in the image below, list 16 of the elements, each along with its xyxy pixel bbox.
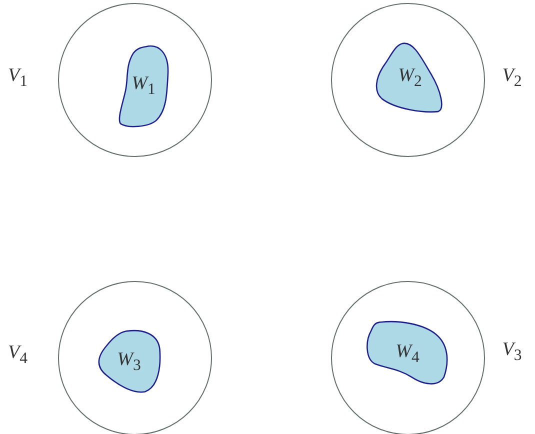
region-shape xyxy=(97,330,161,393)
math-label: V$_{3}$ xyxy=(502,340,522,364)
set-circle xyxy=(331,3,485,157)
math-label: W$_{4}$ xyxy=(396,342,420,366)
math-label: V$_{2}$ xyxy=(502,66,522,90)
math-label: W$_{1}$ xyxy=(132,74,156,98)
set-circle xyxy=(58,3,212,157)
math-label: W$_{2}$ xyxy=(398,66,422,90)
set-circle xyxy=(58,281,212,434)
region-shape xyxy=(118,45,169,127)
region-shape xyxy=(367,321,448,387)
math-label: V$_{1}$ xyxy=(8,66,28,90)
math-label: W$_{3}$ xyxy=(117,350,141,374)
set-circle xyxy=(331,281,485,434)
math-label: V$_{4}$ xyxy=(8,343,28,367)
region-shape xyxy=(375,42,445,113)
